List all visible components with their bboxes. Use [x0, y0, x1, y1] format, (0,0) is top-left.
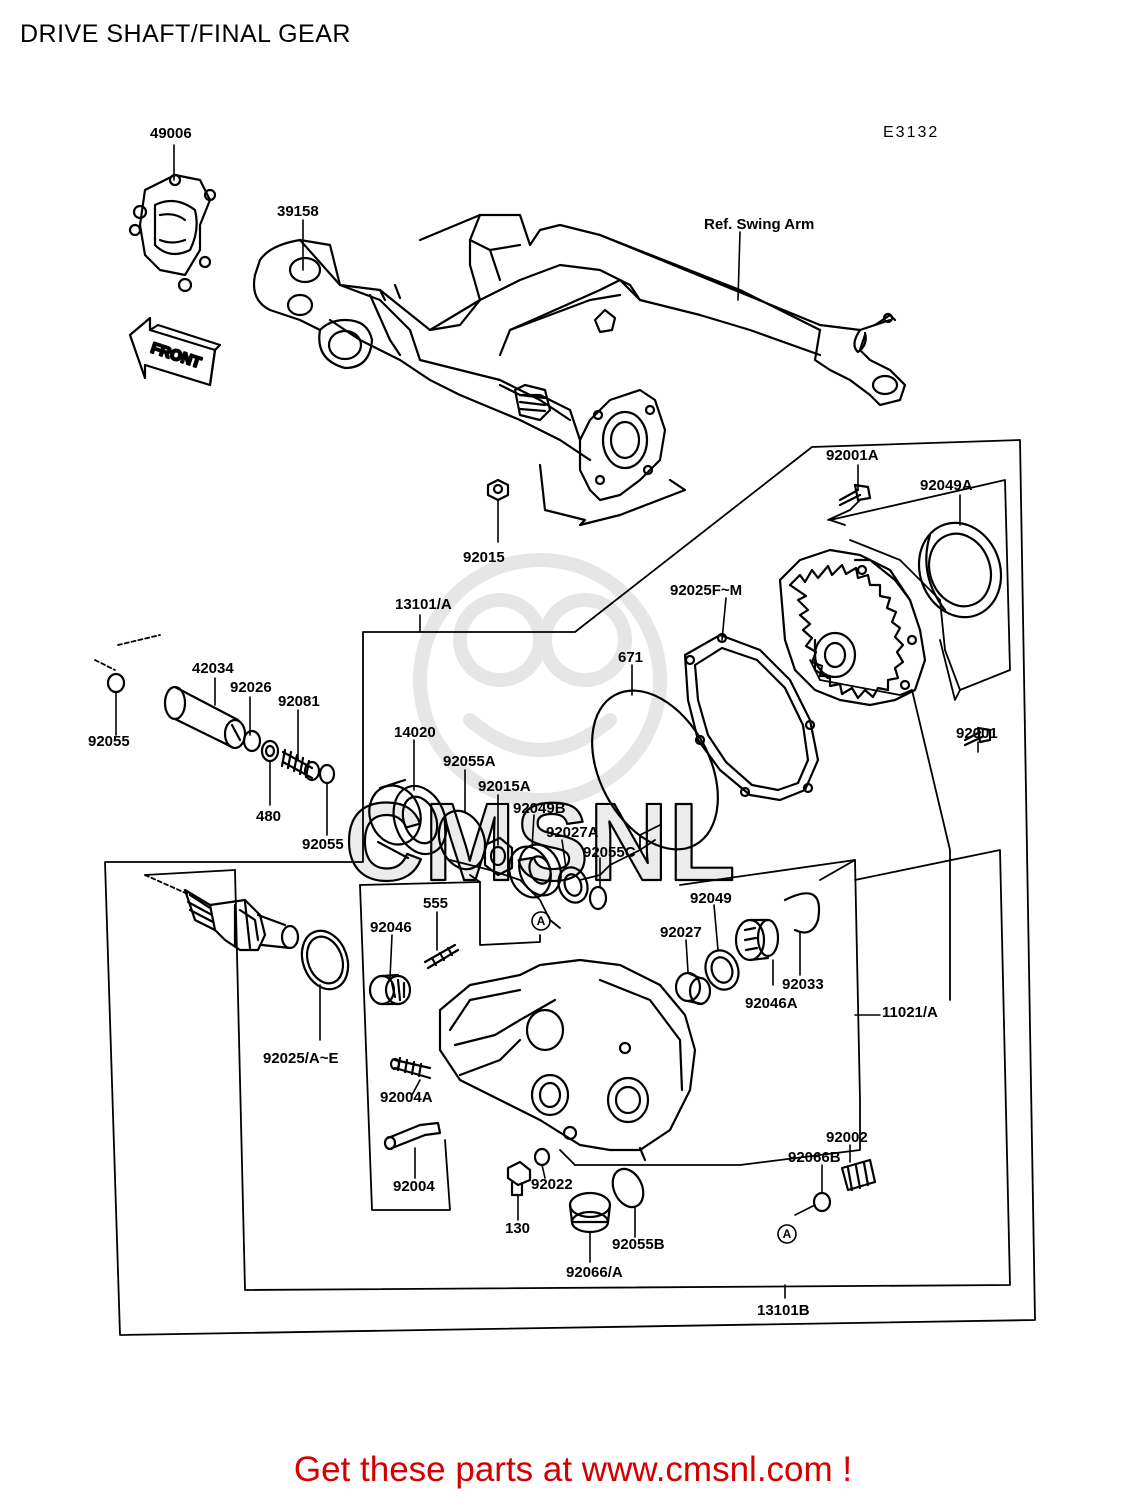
label-92004: 92004: [393, 1178, 435, 1195]
stud-92004A-icon: [389, 1056, 432, 1080]
ring-gear-icon: [778, 548, 927, 707]
bolt-92001A-icon: [838, 483, 872, 507]
gear-case-icon: [438, 958, 697, 1162]
plug-92002-icon: [840, 1158, 877, 1192]
drive-pinion-icon: [183, 888, 300, 952]
label-49006: 49006: [150, 125, 192, 142]
collar-92027A-icon: [557, 866, 589, 904]
needle-bearing-92046A-icon: [734, 918, 780, 962]
label-92066B: 92066B: [788, 1149, 841, 1166]
label-480: 480: [256, 808, 281, 825]
label-130: 130: [505, 1220, 530, 1237]
oring-671-icon: [591, 689, 719, 851]
label-92001: 92001: [956, 725, 998, 742]
label-39158: 39158: [277, 203, 319, 220]
label-92015: 92015: [463, 549, 505, 566]
part-labels: E3132 49006 39158 Ref. Swing Arm 92015 9…: [88, 124, 998, 1319]
label-92055-left: 92055: [88, 733, 130, 750]
spring-set-icon: [242, 729, 336, 785]
label-92002: 92002: [826, 1129, 868, 1146]
needle-bearing-92046-icon: [368, 973, 412, 1006]
label-92033: 92033: [782, 976, 824, 993]
watermark-logo: [413, 553, 667, 807]
front-arrow-icon: FRONT: [128, 316, 222, 387]
sheet-code: E3132: [883, 124, 939, 141]
shim-92025FM-icon: [683, 632, 820, 802]
label-671: 671: [618, 649, 643, 666]
label-92081: 92081: [278, 693, 320, 710]
plug-92066A-icon: [568, 1191, 612, 1234]
label-92055A: 92055A: [443, 753, 496, 770]
label-ref-swing-arm: Ref. Swing Arm: [704, 216, 814, 233]
stud-92004-icon: [383, 1121, 442, 1151]
coupling-14020-icon: [368, 778, 448, 860]
label-92055B: 92055B: [612, 1236, 665, 1253]
svg-text:A: A: [783, 1227, 792, 1241]
label-92055-mid: 92055: [302, 836, 344, 853]
shim-92025AE-icon: [300, 929, 350, 991]
bolt-130-icon: [506, 1160, 532, 1197]
label-92049B: 92049B: [513, 800, 566, 817]
label-92004A: 92004A: [380, 1089, 433, 1106]
oil-seal-92049A-icon: [917, 521, 1003, 619]
oring-92055B-icon: [611, 1167, 645, 1209]
footer-link-cta[interactable]: Get these parts at www.cmsnl.com !: [293, 1450, 853, 1489]
ref-mark-a-2: A: [777, 1224, 797, 1244]
label-11021A: 11021/A: [882, 1004, 938, 1021]
leader-lines: [115, 144, 979, 1299]
bolt-92001-icon: [963, 726, 992, 747]
label-92022: 92022: [531, 1176, 573, 1193]
universal-joint-icon: [128, 173, 217, 293]
label-13101B: 13101B: [757, 1302, 810, 1319]
sleeve-42034-icon: [163, 685, 247, 750]
label-13101A: 13101/A: [395, 596, 452, 613]
seal-92049-icon: [704, 949, 740, 991]
label-92027: 92027: [660, 924, 702, 941]
ref-mark-a-1: A: [531, 911, 551, 931]
label-92001A: 92001A: [826, 447, 879, 464]
ball-92066B-icon: [812, 1191, 832, 1213]
label-92049: 92049: [690, 890, 732, 907]
label-14020: 14020: [394, 724, 436, 741]
label-555: 555: [423, 895, 448, 912]
collar-92027-icon: [674, 971, 712, 1006]
nut-92015A-icon: [483, 836, 514, 877]
nut-92015-icon: [486, 478, 510, 502]
washer-92022-icon: [533, 1147, 551, 1167]
label-92046: 92046: [370, 919, 412, 936]
label-92049A: 92049A: [920, 477, 973, 494]
page-title: DRIVE SHAFT/FINAL GEAR: [20, 20, 351, 48]
label-92066A: 92066/A: [566, 1264, 623, 1281]
label-92055C: 92055C: [583, 844, 636, 861]
pin-555-icon: [423, 943, 460, 970]
label-92025FM: 92025F~M: [670, 582, 742, 599]
bearing-92049B-icon: [508, 843, 562, 899]
circlip-92033-icon: [783, 892, 821, 934]
oring-92055C-icon: [588, 885, 608, 911]
oring-92055-left-icon: [106, 672, 126, 694]
swing-arm: [128, 173, 907, 527]
label-92027A: 92027A: [546, 824, 599, 841]
oring-92055A-icon: [437, 809, 487, 871]
label-92015A: 92015A: [478, 778, 531, 795]
label-92046A: 92046A: [745, 995, 798, 1012]
label-92025AE: 92025/A~E: [263, 1050, 338, 1067]
label-92026: 92026: [230, 679, 272, 696]
label-42034: 42034: [192, 660, 234, 677]
svg-text:A: A: [537, 914, 546, 928]
